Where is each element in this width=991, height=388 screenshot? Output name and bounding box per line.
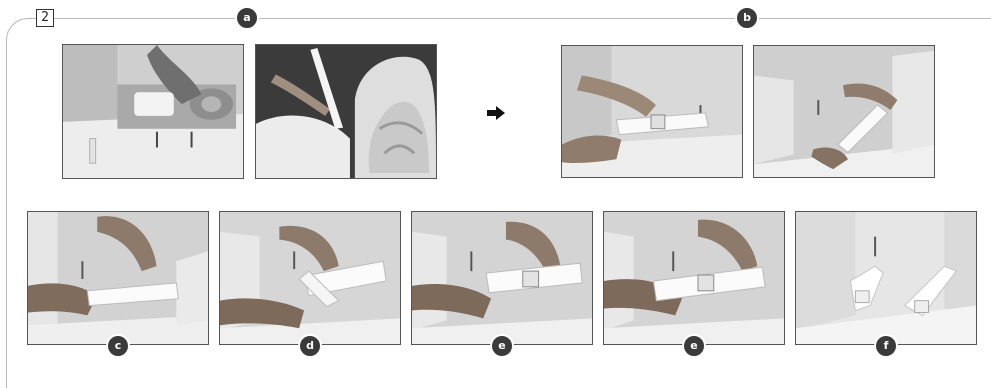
photo-c bbox=[27, 211, 209, 345]
photo-b2 bbox=[753, 45, 935, 178]
label-badge-b: b bbox=[735, 6, 759, 30]
photo-d bbox=[219, 211, 401, 345]
label-badge-c: c bbox=[106, 334, 130, 358]
step-number: 2 bbox=[36, 9, 54, 27]
photo-e2 bbox=[603, 211, 785, 345]
arrow-right-icon bbox=[487, 106, 505, 120]
label-badge-f: f bbox=[874, 334, 898, 358]
label-badge-d: d bbox=[298, 334, 322, 358]
photo-f bbox=[795, 211, 977, 345]
photo-e1 bbox=[411, 211, 593, 345]
label-badge-e-1: e bbox=[490, 334, 514, 358]
photo-b1 bbox=[561, 45, 743, 178]
label-badge-a: a bbox=[235, 6, 259, 30]
label-badge-e-2: e bbox=[682, 334, 706, 358]
photo-a1 bbox=[62, 44, 244, 179]
photo-a2 bbox=[255, 44, 437, 179]
